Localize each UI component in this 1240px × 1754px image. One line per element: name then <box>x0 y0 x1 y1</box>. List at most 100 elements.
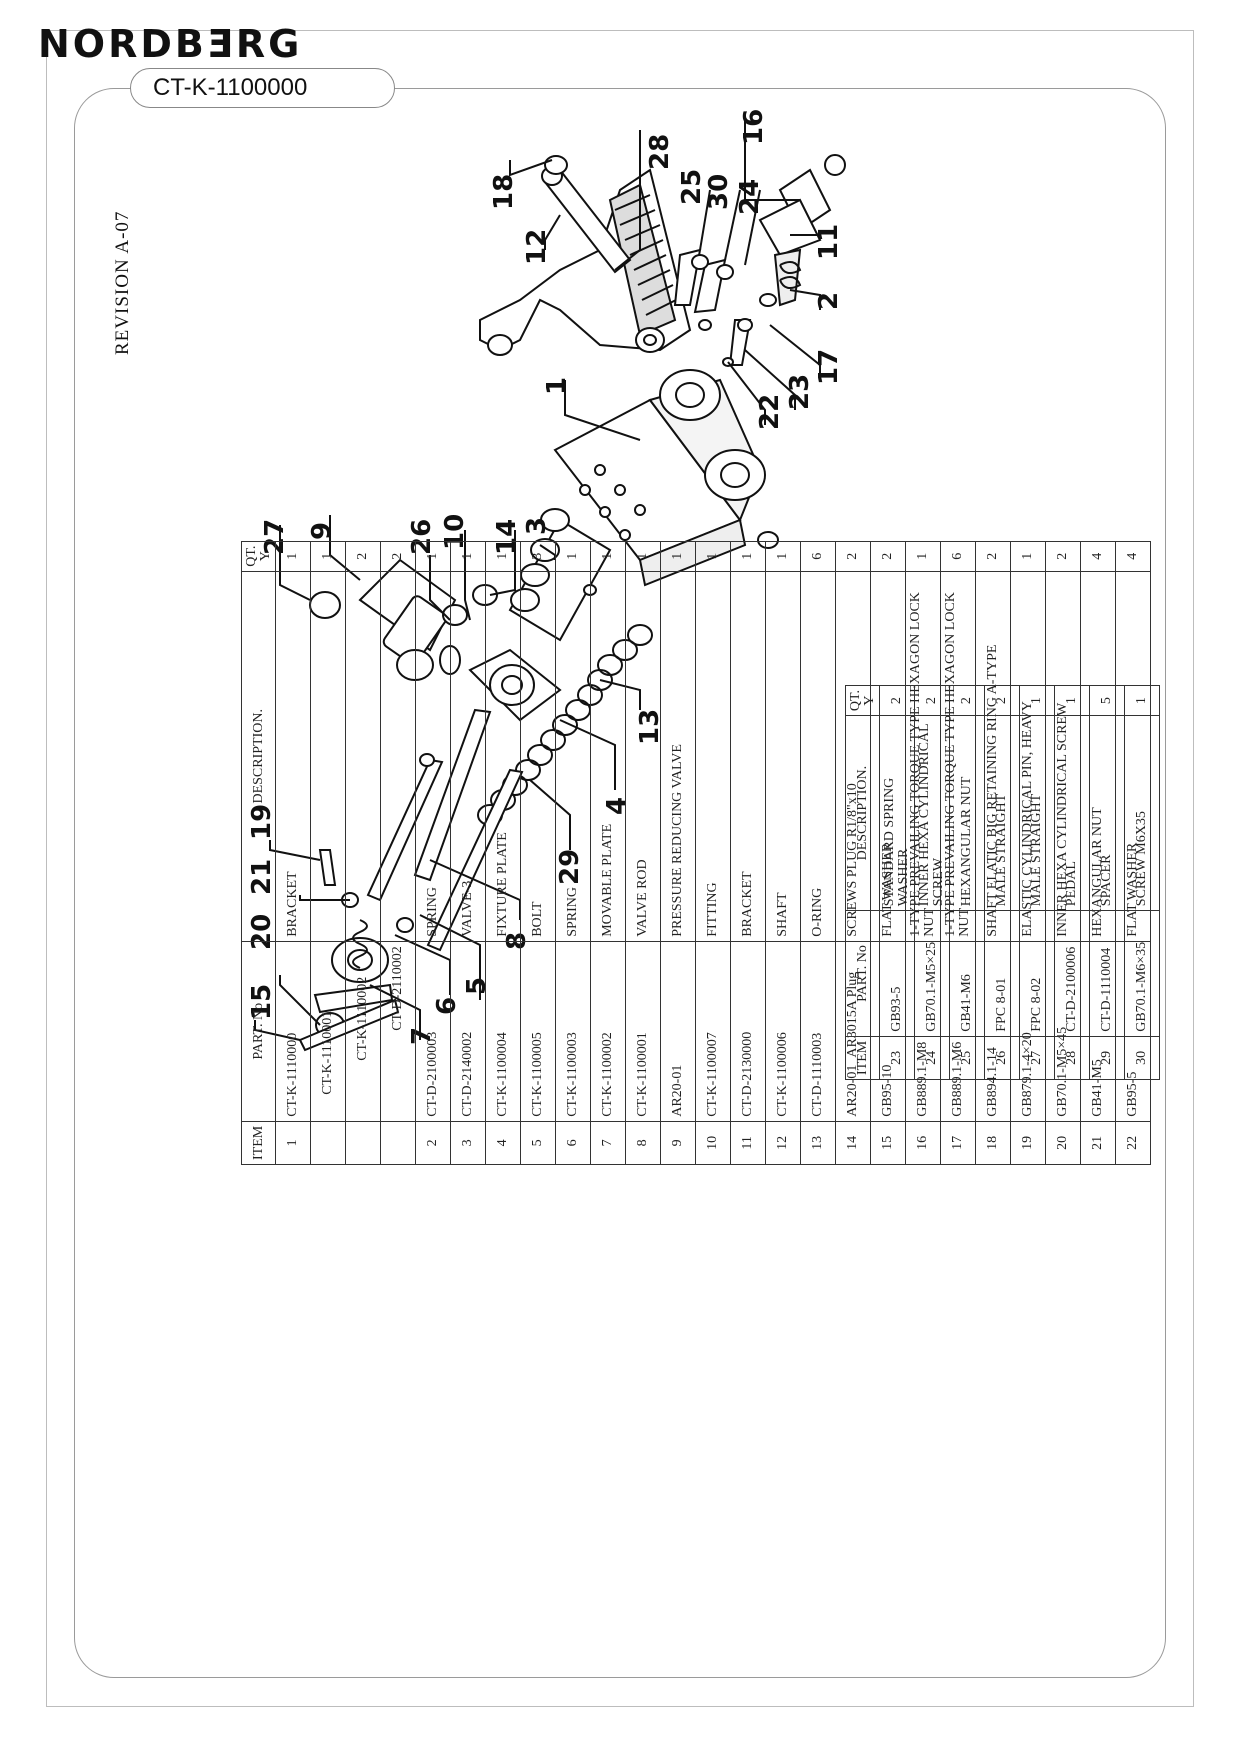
row-item: 17 <box>940 1121 976 1165</box>
row-part-no: CT-D-2110002 <box>380 941 416 1122</box>
row-item: 2 <box>415 1121 451 1165</box>
header-qty: QT. Y <box>241 541 276 572</box>
row-item: 26 <box>984 1036 1020 1080</box>
row-qty: 1 <box>485 541 521 572</box>
row-part-no: CT-K-1100003 <box>555 941 591 1122</box>
row-part-no: FPC 8-01 <box>984 910 1020 1037</box>
row-item: 6 <box>555 1121 591 1165</box>
row-qty: 2 <box>984 685 1020 716</box>
row-item: 4 <box>485 1121 521 1165</box>
row-qty: 1 <box>765 541 801 572</box>
row-item <box>310 1121 346 1165</box>
header-part-no: PART. No <box>845 910 880 1037</box>
row-qty: 1 <box>625 541 661 572</box>
row-item: 21 <box>1080 1121 1116 1165</box>
row-item: 3 <box>450 1121 486 1165</box>
row-qty: 1 <box>555 541 591 572</box>
row-item: 13 <box>800 1121 836 1165</box>
row-part-no: CT-K-1100005 <box>520 941 556 1122</box>
row-item: 11 <box>730 1121 766 1165</box>
row-qty: 2 <box>870 541 906 572</box>
row-part-no: CT-D-2130000 <box>730 941 766 1122</box>
row-part-no: CT-D-2100006 <box>1054 910 1090 1037</box>
row-description: MALE STRAIGHT <box>1019 715 1055 911</box>
model-number-tab: CT-K-1100000 <box>130 68 395 108</box>
row-qty: 4 <box>1115 541 1151 572</box>
header-description: DESCRIPTION. <box>241 571 276 942</box>
header-item: ITEM <box>241 1121 276 1165</box>
row-qty: 1 <box>1019 685 1055 716</box>
row-part-no: GB70.1-M5×25 <box>914 910 950 1037</box>
inner-drawing-frame <box>74 88 1166 1678</box>
row-item: 12 <box>765 1121 801 1165</box>
row-description: PEDAL <box>1054 715 1090 911</box>
row-item: 10 <box>695 1121 731 1165</box>
row-qty: 1 <box>1010 541 1046 572</box>
row-qty: 2 <box>345 541 381 572</box>
row-description: SPACER <box>1089 715 1125 911</box>
row-description: PRESSURE REDUCING VALVE <box>660 571 696 942</box>
row-part-no: CT-K-1100007 <box>695 941 731 1122</box>
row-item: 1 <box>275 1121 311 1165</box>
row-qty: 2 <box>1045 541 1081 572</box>
row-item: 29 <box>1089 1036 1125 1080</box>
header-part-no: PART. No <box>241 941 276 1122</box>
row-item: 5 <box>520 1121 556 1165</box>
row-item: 16 <box>905 1121 941 1165</box>
row-description: BRACKET <box>275 571 311 942</box>
row-part-no: CT-K-1100001 <box>625 941 661 1122</box>
row-item: 27 <box>1019 1036 1055 1080</box>
header-item: ITEM <box>845 1036 880 1080</box>
row-qty: 1 <box>1124 685 1160 716</box>
row-qty: 2 <box>914 685 950 716</box>
row-item: 15 <box>870 1121 906 1165</box>
row-item: 30 <box>1124 1036 1160 1080</box>
row-description: STANDARD SPRING WASHER <box>879 715 915 911</box>
row-description <box>380 571 416 942</box>
row-item: 25 <box>949 1036 985 1080</box>
row-qty: 1 <box>450 541 486 572</box>
outer-page-border <box>46 30 1194 1707</box>
row-part-no: CT-K-1100002 <box>590 941 626 1122</box>
row-description: O-RING <box>800 571 836 942</box>
row-part-no: CT-D-1110004 <box>1089 910 1125 1037</box>
row-description <box>310 571 346 942</box>
row-item: 9 <box>660 1121 696 1165</box>
row-description: FITTING <box>695 571 731 942</box>
row-part-no: GB41-M6 <box>949 910 985 1037</box>
model-number: CT-K-1100000 <box>153 74 308 101</box>
row-item: 23 <box>879 1036 915 1080</box>
row-qty: 1 <box>1054 685 1090 716</box>
row-description: BOLT <box>520 571 556 942</box>
revision-label: REVISION A-07 <box>112 210 133 355</box>
row-item: 22 <box>1115 1121 1151 1165</box>
row-description: HEXANGULAR NUT <box>949 715 985 911</box>
row-part-no: GB70.1-M6×35 <box>1124 910 1160 1037</box>
row-part-no: CT-K-1110001 <box>310 941 346 1122</box>
row-qty: 1 <box>275 541 311 572</box>
table-header-row: ITEM PART. No DESCRIPTION. QT. Y <box>845 685 880 1080</box>
row-part-no: GB93-5 <box>879 910 915 1037</box>
row-qty: 2 <box>835 541 871 572</box>
row-item: 28 <box>1054 1036 1090 1080</box>
row-item <box>380 1121 416 1165</box>
